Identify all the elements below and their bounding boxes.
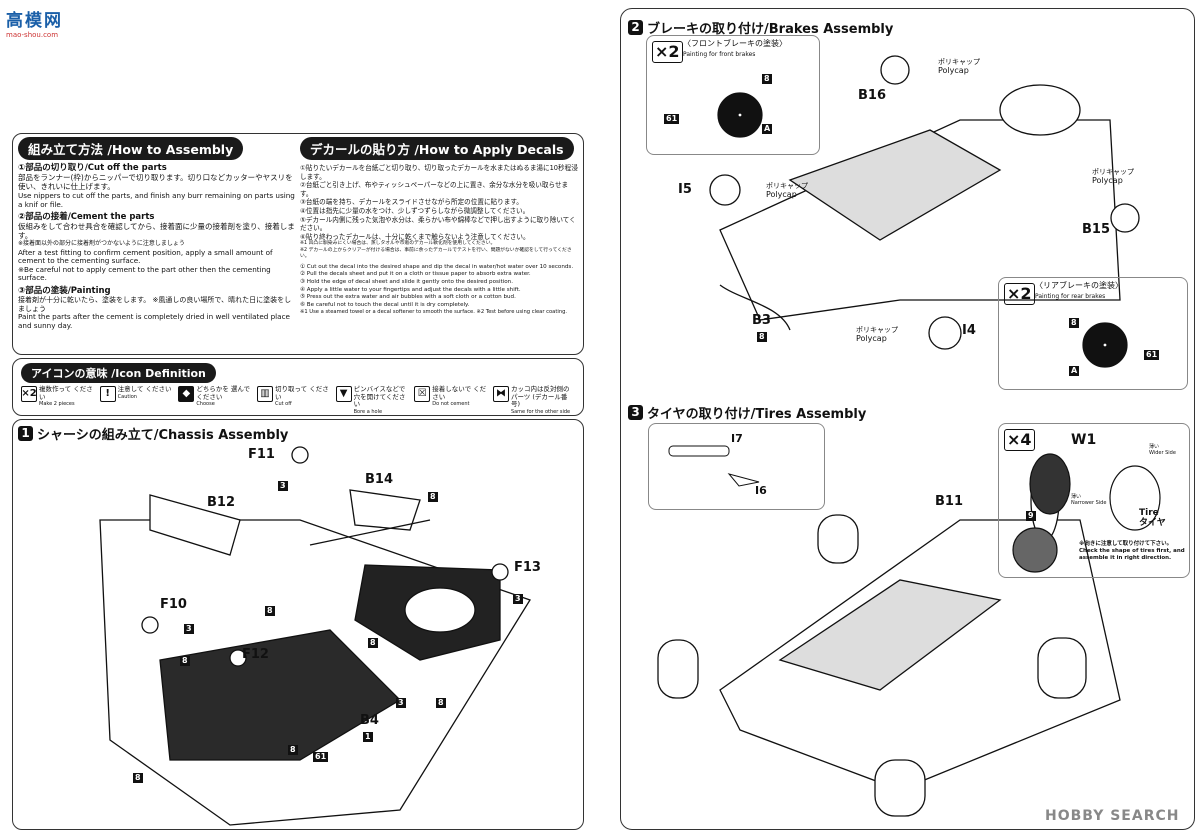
part-label: F13 xyxy=(514,560,541,575)
part-label: I4 xyxy=(962,323,976,338)
how-to-assembly: 組み立て方法 /How to Assembly ①部品の切り取り/Cut off… xyxy=(18,137,296,330)
part-label: B4 xyxy=(360,713,379,728)
mirror-part-icon: ⧓ xyxy=(492,386,509,402)
part-label: B12 xyxy=(207,495,235,510)
part-label: F11 xyxy=(248,447,275,462)
brakes-illustration xyxy=(709,55,1140,350)
how-to-apply-decals: デカールの貼り方 /How to Apply Decals ①貼りたいデカールを… xyxy=(300,137,580,317)
cut-off-icon: ▥ xyxy=(256,386,273,402)
part-label: B16 xyxy=(858,88,886,103)
part-label: B15 xyxy=(1082,222,1110,237)
icon-def-item: ⧓カッコ内は反対側のパーツ (デカール番号)Same for the other… xyxy=(492,385,575,415)
tires-chassis-illustration xyxy=(657,459,1121,817)
instructions-panel xyxy=(12,133,584,355)
exhaust-inset: I7 I6 xyxy=(648,423,825,510)
part-label: I5 xyxy=(678,182,692,197)
part-label: F12 xyxy=(242,647,269,662)
part-label: B14 xyxy=(365,472,393,487)
rear-brake-painting-inset: ×2 〈リアブレーキの塗装〉 Painting for rear brakes … xyxy=(998,277,1188,390)
section-title: デカールの貼り方 /How to Apply Decals xyxy=(300,137,574,160)
section-title: 組み立て方法 /How to Assembly xyxy=(18,137,244,160)
make-2-icon: ×2 xyxy=(21,386,37,402)
caution-icon: ! xyxy=(99,386,116,402)
part-label: B11 xyxy=(935,494,963,509)
no-cement-icon: ☒ xyxy=(414,386,431,402)
part-label: B3 xyxy=(752,313,771,328)
drill-icon: ▼ xyxy=(335,386,352,402)
part-label: F10 xyxy=(160,597,187,612)
right-page-frame xyxy=(620,8,1195,830)
watermark-logo: 高模网 mao-shou.com xyxy=(6,11,63,39)
front-brake-painting-inset: ×2 〈フロントブレーキの塗装〉 Painting for front brak… xyxy=(646,35,820,155)
choose-icon: ◆ xyxy=(178,386,195,402)
watermark-hobby-search: HOBBY SEARCH xyxy=(1045,808,1180,824)
